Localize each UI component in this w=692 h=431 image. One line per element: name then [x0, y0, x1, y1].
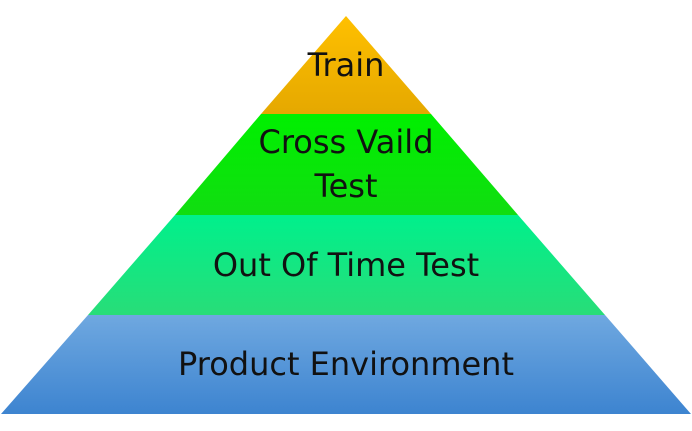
tier-out-of-time-test-label: Out Of Time Test	[213, 246, 479, 284]
tier-train: Train	[261, 16, 431, 114]
tier-train-label: Train	[307, 46, 385, 84]
tier-out-of-time-test: Out Of Time Test	[88, 215, 605, 315]
tier-train-shape	[261, 16, 431, 114]
tier-product-environment-shape	[1, 315, 691, 414]
tier-cross-vaild-test-label-line-2: Test	[313, 167, 377, 205]
tier-product-environment: Product Environment	[1, 315, 691, 414]
tier-product-environment-label: Product Environment	[178, 345, 514, 383]
tier-cross-vaild-test: Cross Vaild Test	[175, 114, 518, 215]
tier-out-of-time-test-shape	[88, 215, 605, 315]
tier-cross-vaild-test-label-line-1: Cross Vaild	[259, 123, 434, 161]
tier-cross-vaild-test-shape	[175, 114, 518, 215]
